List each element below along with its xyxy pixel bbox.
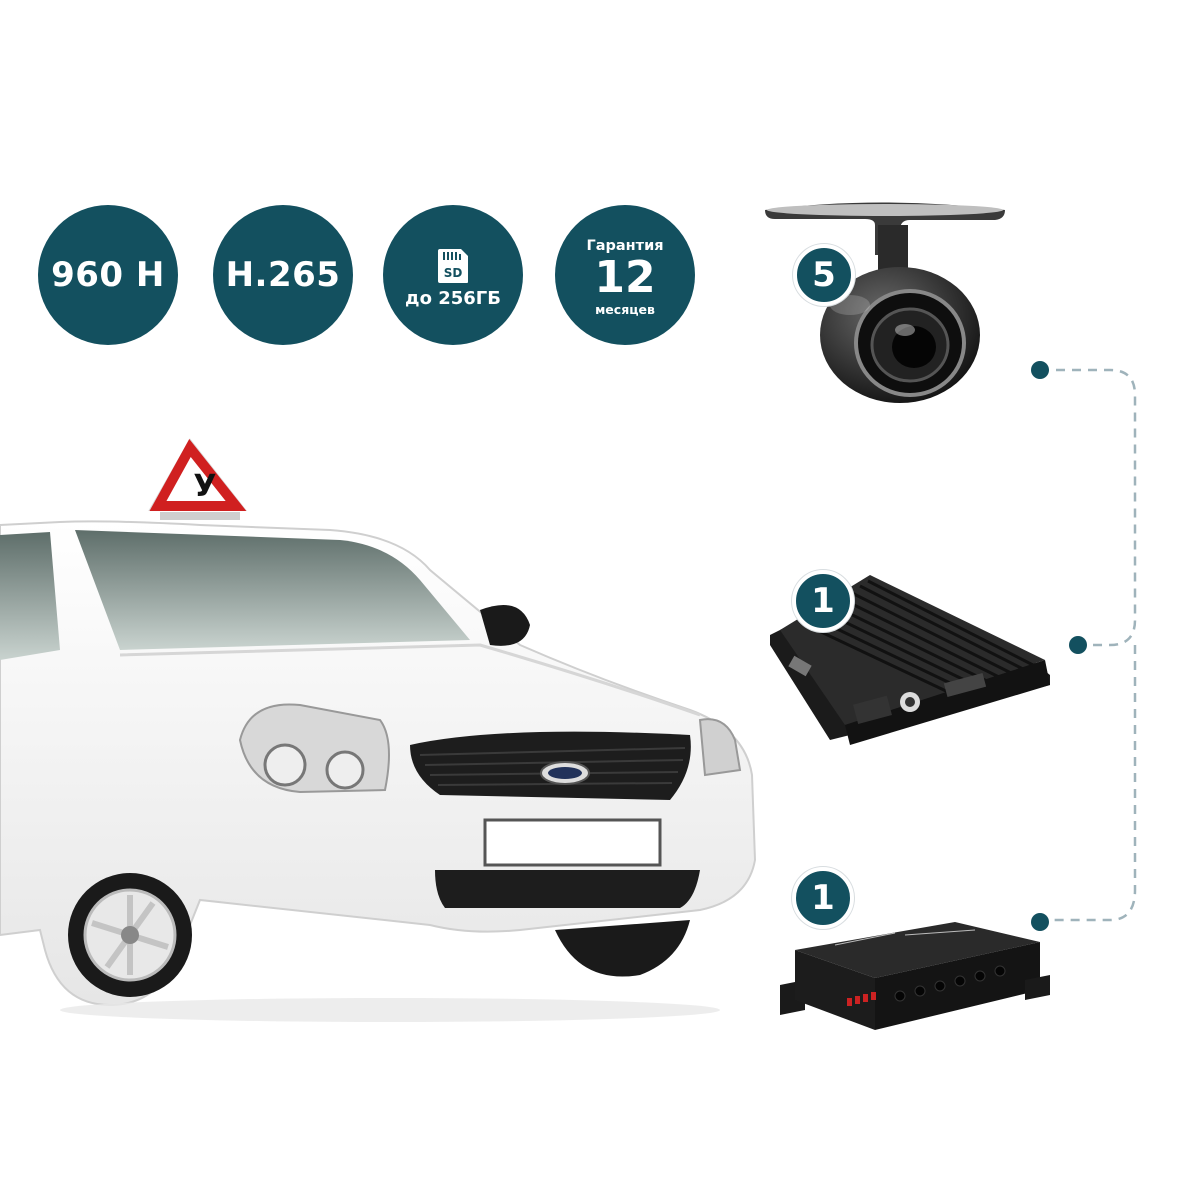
connector-dot-power [1031,913,1049,931]
power-module-quantity-badge: 1 [792,867,854,929]
power-module-image [780,922,1050,1030]
camera-quantity-badge: 5 [793,244,855,306]
dvr-quantity-badge: 1 [792,570,854,632]
connector-dot-camera [1031,361,1049,379]
learner-sign: У [148,438,248,520]
camera-image [765,202,1005,403]
warranty-unit: месяцев [595,301,655,317]
codec-badge: H.265 [213,205,353,345]
resolution-badge: 960 H [38,205,178,345]
warranty-label: Гарантия [586,237,664,254]
warranty-months-number: 12 [594,251,656,303]
resolution-text: 960 H [51,255,165,295]
warranty-badge: Гарантия 12 месяцев [555,205,695,345]
driving-school-car-image: У [0,438,757,1022]
svg-text:У: У [193,469,216,504]
sd-storage-badge: SD до 256ГБ [383,205,523,345]
sd-capacity-text: до 256ГБ [405,287,501,309]
connector-dot-dvr [1069,636,1087,654]
sd-icon-text: SD [444,266,463,280]
codec-text: H.265 [225,255,341,295]
sd-card-icon: SD [438,248,468,283]
connection-lines [1031,361,1137,931]
